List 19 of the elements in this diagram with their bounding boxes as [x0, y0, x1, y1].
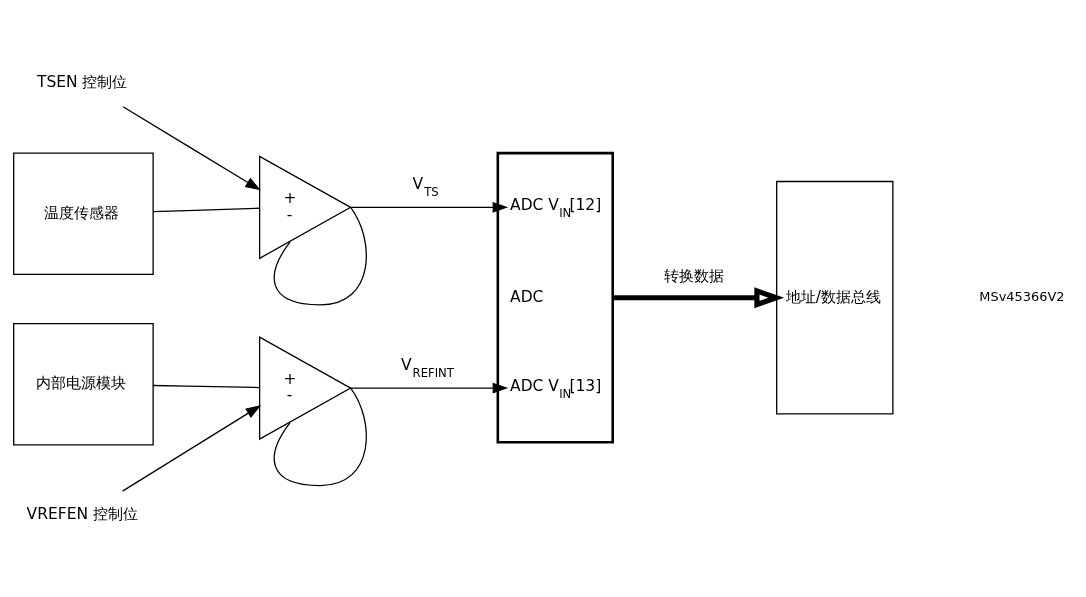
node-box: 温度传感器 — [13, 151, 154, 275]
node-box: ADC V$_{IN}$[12] ADC ADC V$_{IN}$[13] — [496, 151, 614, 444]
edge-label: V$_{REFINT}$ — [400, 355, 454, 380]
node-text: VREFEN 控制位 — [26, 504, 138, 523]
arrow — [350, 201, 509, 213]
connector — [273, 386, 367, 486]
connector — [273, 206, 367, 305]
node-box: 内部电源模块 — [13, 322, 154, 446]
edge-label: 转换数据 — [663, 266, 724, 285]
arrow — [122, 105, 261, 190]
node-text: TSEN 控制位 — [36, 72, 128, 91]
label: MSv45366V2 — [979, 288, 1065, 304]
arrow — [121, 404, 262, 492]
edge-label: V$_{TS}$ — [412, 174, 439, 199]
arrow — [350, 382, 509, 393]
connector — [152, 207, 260, 212]
node-box: 地址/数据总线 — [776, 180, 894, 415]
connector — [152, 384, 260, 388]
arrow — [612, 286, 785, 308]
